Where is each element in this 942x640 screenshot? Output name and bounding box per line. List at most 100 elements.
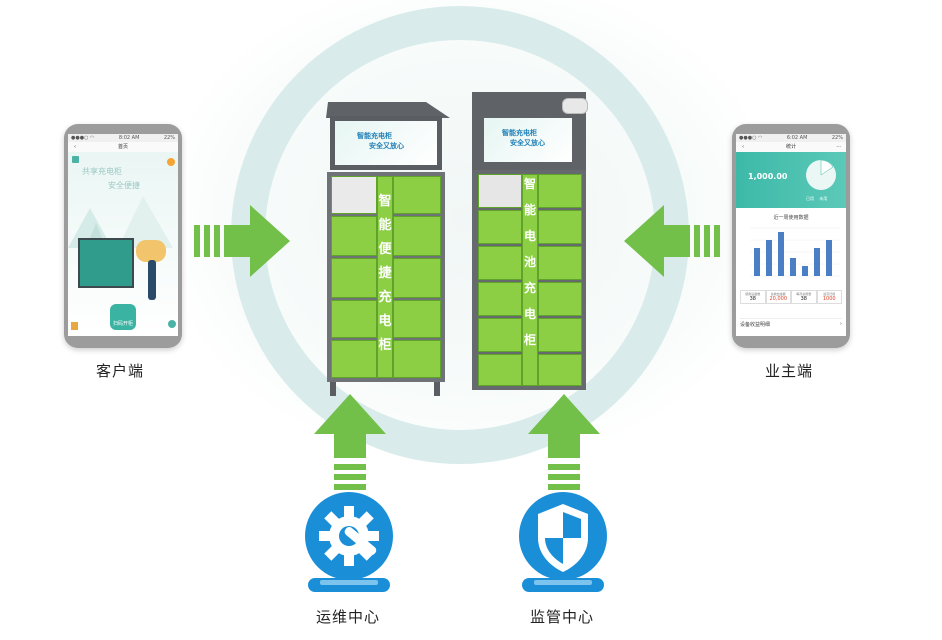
cabinet-door[interactable] bbox=[478, 246, 522, 280]
stat-value: 20,000 bbox=[769, 296, 788, 302]
more-icon[interactable]: ··· bbox=[836, 144, 841, 150]
chart-bar bbox=[814, 248, 820, 276]
chart-title: 近一周使用数据 bbox=[773, 215, 809, 221]
stat-label: 每月总用量 bbox=[796, 292, 812, 296]
chart-bar bbox=[790, 258, 796, 276]
footer-item-label: 设备收益明细 bbox=[740, 322, 771, 328]
cabinet-door[interactable] bbox=[393, 216, 441, 256]
vertical-char: 捷 bbox=[378, 266, 392, 281]
cabinet-left-leg bbox=[330, 382, 336, 396]
scooter-illustration bbox=[136, 240, 166, 262]
supervise-label: 监管中心 bbox=[530, 608, 595, 626]
cabinet-door[interactable] bbox=[478, 318, 522, 352]
chart-bar bbox=[802, 266, 808, 276]
cabinet-right: 智能充电柜 安全又放心 智 能 电 池 充 电 柜 bbox=[470, 90, 588, 396]
shield-icon bbox=[519, 492, 607, 592]
arrow-left-to-center bbox=[194, 205, 290, 277]
cabinet-door[interactable] bbox=[538, 282, 582, 316]
cabinet-door[interactable] bbox=[538, 174, 582, 208]
cabinet-door[interactable] bbox=[331, 176, 377, 214]
carrier-signal-icon: ●●●○ ◠ bbox=[739, 135, 763, 141]
chevron-right-icon: › bbox=[840, 321, 842, 327]
owner-phone-screen: ●●●○ ◠ 6:02 AM 22% ‹ 统计 ··· 1,000.00 已用 … bbox=[736, 134, 846, 336]
cabinet-door[interactable] bbox=[393, 340, 441, 378]
owner-label: 业主端 bbox=[765, 362, 814, 380]
gear-wrench-icon bbox=[305, 492, 393, 592]
cabinet-door[interactable] bbox=[478, 282, 522, 316]
screen-banner-2: 安全又放心 bbox=[510, 139, 545, 147]
status-time: 8:02 AM bbox=[118, 135, 140, 141]
cabinet-door[interactable] bbox=[478, 354, 522, 386]
arrow-supervise-up bbox=[528, 394, 600, 490]
cabinet-left-leg bbox=[434, 382, 440, 396]
cabinet-door[interactable] bbox=[538, 354, 582, 386]
vertical-char: 柜 bbox=[523, 333, 536, 347]
status-battery: 22% bbox=[163, 135, 175, 141]
arrow-right-to-center bbox=[624, 205, 720, 277]
cabinet-door[interactable] bbox=[538, 318, 582, 352]
owner-phone: ●●●○ ◠ 6:02 AM 22% ‹ 统计 ··· 1,000.00 已用 … bbox=[732, 124, 850, 348]
vertical-char: 充 bbox=[523, 281, 536, 295]
chart-bar bbox=[754, 248, 760, 276]
footer-list-item[interactable]: 设备收益明细 › bbox=[740, 318, 842, 328]
legend-item-unused: 未用 bbox=[819, 196, 828, 201]
client-label: 客户端 bbox=[96, 362, 145, 380]
cabinet-door[interactable] bbox=[331, 258, 377, 298]
nav-title: 首页 bbox=[117, 144, 128, 150]
total-value: 1,000.00 bbox=[748, 172, 788, 181]
vertical-char: 池 bbox=[523, 255, 536, 269]
cabinet-left-screen: 智能充电柜 安全又放心 bbox=[335, 121, 437, 165]
status-time: 6:02 AM bbox=[786, 135, 808, 141]
vertical-char: 能 bbox=[523, 203, 536, 217]
cabinet-left-vertical-text: 智 能 便 捷 充 电 柜 bbox=[377, 194, 393, 354]
cabinet-door[interactable] bbox=[478, 210, 522, 244]
status-battery: 22% bbox=[831, 135, 843, 141]
cabinet-door[interactable] bbox=[331, 340, 377, 378]
scan-open-button-label: 扫码开柜 bbox=[112, 321, 133, 327]
chart-bar bbox=[778, 232, 784, 276]
menu-icon[interactable] bbox=[71, 322, 78, 330]
chart-bar bbox=[766, 240, 772, 276]
screen-banner-1: 智能充电柜 bbox=[502, 129, 537, 137]
location-icon[interactable] bbox=[72, 156, 79, 163]
stat-label: 使用设备数 bbox=[745, 292, 761, 296]
stat-card: 每月总用量 38 bbox=[791, 290, 817, 304]
cabinet-door[interactable] bbox=[331, 216, 377, 256]
stat-value: 1000 bbox=[822, 296, 836, 302]
cabinet-right-vertical-text: 智 能 电 池 充 电 柜 bbox=[522, 176, 538, 348]
vertical-char: 柜 bbox=[378, 338, 392, 353]
scan-open-button[interactable]: 扫码开柜 bbox=[110, 304, 136, 330]
chart-bar bbox=[826, 240, 832, 276]
camera-icon bbox=[562, 98, 588, 114]
cabinet-right-screen: 智能充电柜 安全又放心 bbox=[484, 118, 572, 162]
cabinet-door[interactable] bbox=[538, 210, 582, 244]
nav-title: 统计 bbox=[785, 144, 796, 150]
notice-icon[interactable] bbox=[167, 158, 175, 166]
cabinet-center-strip bbox=[377, 176, 393, 378]
back-icon[interactable]: ‹ bbox=[74, 144, 76, 150]
client-phone: ●●●○ ◠ 8:02 AM 22% ‹ 首页 共享充电柜 安全便捷 扫码开柜 bbox=[64, 124, 182, 348]
stat-label: 总收益金额 bbox=[770, 292, 786, 296]
weekly-bar-chart bbox=[750, 227, 840, 277]
slogan-line-2: 安全便捷 bbox=[108, 181, 140, 190]
screen-banner-2: 安全又放心 bbox=[369, 142, 404, 150]
back-icon[interactable]: ‹ bbox=[742, 144, 744, 150]
cabinet-door[interactable] bbox=[538, 246, 582, 280]
vertical-char: 智 bbox=[523, 177, 536, 191]
stat-value: 38 bbox=[749, 296, 756, 302]
cabinet-door[interactable] bbox=[478, 174, 522, 208]
stat-card: 总收益金额 20,000 bbox=[765, 290, 791, 304]
stat-card: 使用设备数 38 bbox=[740, 290, 766, 304]
ops-label: 运维中心 bbox=[316, 608, 381, 626]
arrow-ops-up bbox=[314, 394, 386, 490]
cabinet-door[interactable] bbox=[393, 176, 441, 214]
status-bar: ●●●○ ◠ 8:02 AM 22% bbox=[68, 134, 178, 142]
cabinet-door[interactable] bbox=[331, 300, 377, 338]
summary-panel: 1,000.00 已用 未用 bbox=[736, 152, 846, 208]
help-icon[interactable] bbox=[168, 320, 176, 328]
vertical-char: 电 bbox=[378, 314, 392, 329]
cabinet-door[interactable] bbox=[393, 300, 441, 338]
person-illustration bbox=[148, 260, 156, 300]
cabinet-door[interactable] bbox=[393, 258, 441, 298]
cabinet-left-canopy bbox=[326, 102, 450, 118]
